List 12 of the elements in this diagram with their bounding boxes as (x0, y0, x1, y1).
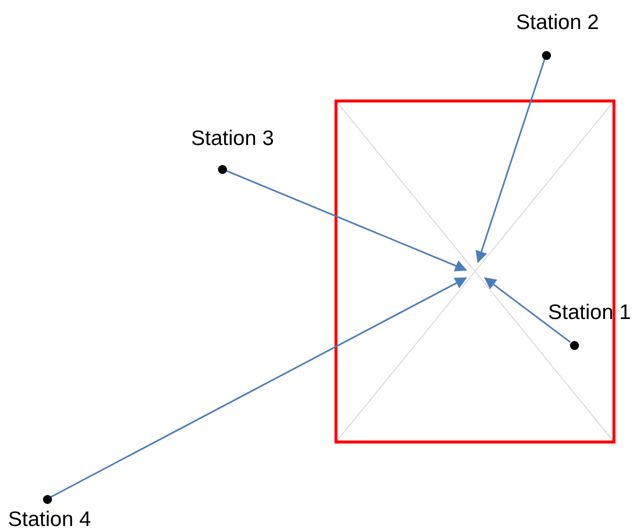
station-label: Station 1 (548, 302, 631, 323)
station-label: Station 2 (516, 12, 599, 33)
arrow (476, 59, 546, 264)
station-label: Station 4 (8, 509, 91, 530)
station-dot (570, 340, 578, 350)
arrow (484, 277, 571, 343)
arrow (226, 170, 468, 272)
station-label: Station 3 (191, 128, 274, 149)
arrow (50, 277, 468, 498)
station-dot (542, 50, 550, 60)
station-dot (42, 494, 52, 504)
station-dot (218, 164, 226, 174)
